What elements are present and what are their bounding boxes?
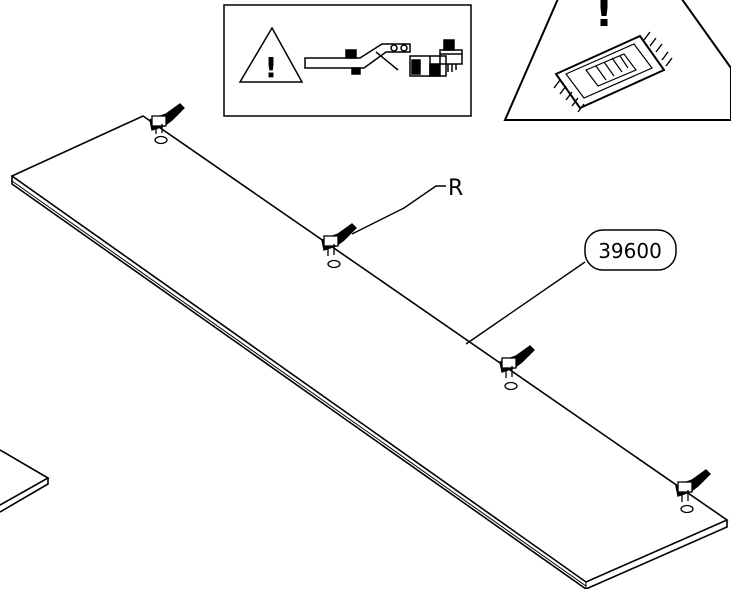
hinge-4	[675, 469, 711, 514]
hinge-icon	[304, 39, 463, 77]
hinge-warning-box: !	[223, 4, 472, 117]
hinge-2	[321, 223, 357, 269]
warning-symbol: !	[265, 51, 278, 84]
protective-rug-icon	[553, 31, 673, 113]
hinge-1	[149, 103, 185, 145]
surface-warning-triangle: !	[503, 0, 731, 121]
caution-triangle-icon: !	[238, 26, 304, 84]
callout-r-label: R	[448, 176, 463, 201]
part-number-callout: 39600	[465, 229, 677, 345]
door-panel	[10, 115, 729, 589]
side-panel-partial	[0, 449, 50, 513]
part-number-label: 39600	[598, 239, 662, 263]
callout-r: R	[351, 176, 463, 235]
warning-symbol: !	[595, 0, 613, 36]
hinge-3	[499, 345, 535, 391]
